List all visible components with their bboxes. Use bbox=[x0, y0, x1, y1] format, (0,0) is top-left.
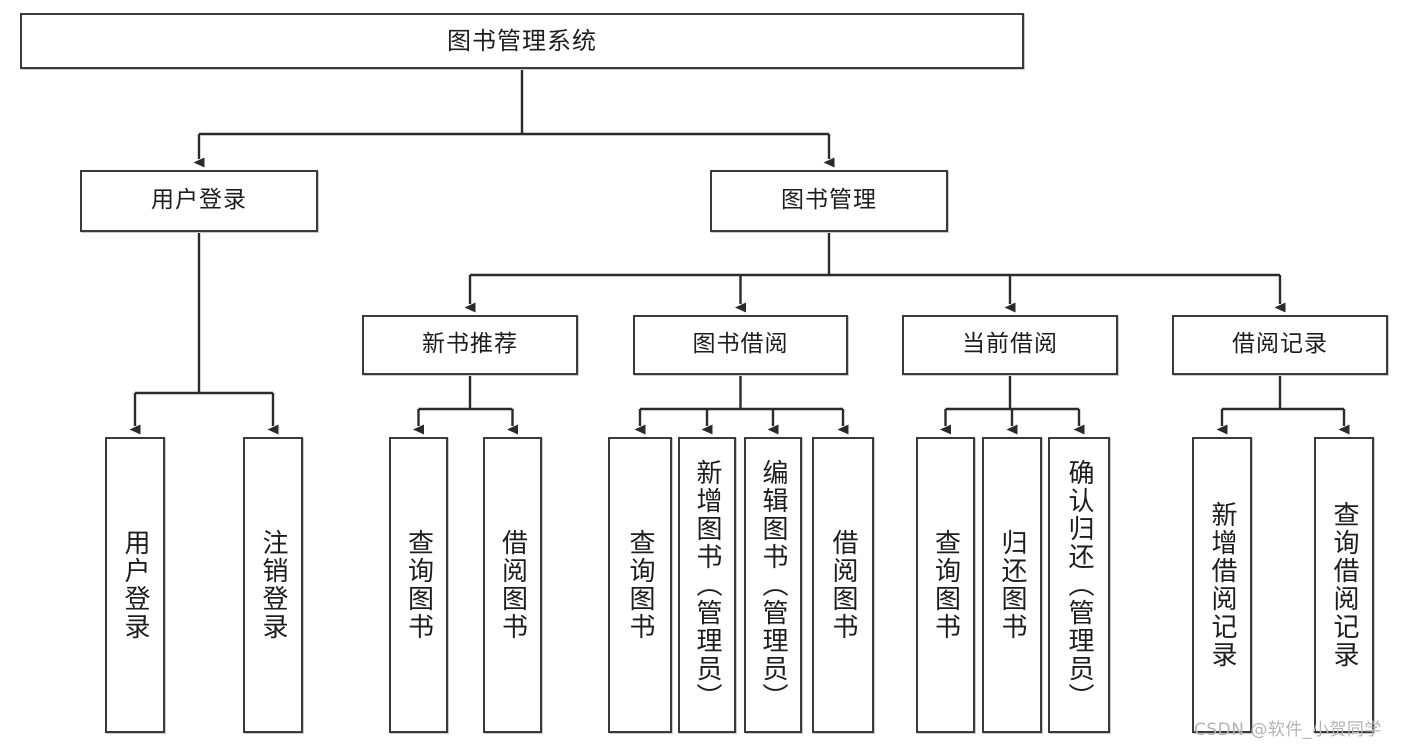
node-leaf-user-login-label: 用户登录 bbox=[120, 529, 150, 641]
node-leaf-query-book-borrow-label: 查询图书 bbox=[625, 529, 655, 641]
node-leaf-borrow-book-rec-label: 借阅图书 bbox=[497, 529, 528, 641]
node-leaf-query-record[interactable]: 查询借阅记录 bbox=[1314, 437, 1374, 733]
node-leaf-query-book-cur[interactable]: 查询图书 bbox=[916, 437, 975, 733]
node-current-borrow[interactable]: 当前借阅 bbox=[902, 315, 1118, 375]
node-borrow-record[interactable]: 借阅记录 bbox=[1172, 315, 1388, 375]
node-current-borrow-label: 当前借阅 bbox=[962, 331, 1058, 358]
node-leaf-logout[interactable]: 注销登录 bbox=[243, 437, 303, 733]
node-leaf-add-book[interactable]: 新增图书（管理员） bbox=[678, 437, 736, 733]
node-leaf-borrow-book[interactable]: 借阅图书 bbox=[812, 437, 874, 733]
node-leaf-borrow-book-label: 借阅图书 bbox=[828, 529, 858, 641]
node-leaf-query-book-cur-label: 查询图书 bbox=[930, 529, 961, 641]
node-user-login[interactable]: 用户登录 bbox=[80, 170, 318, 232]
node-leaf-add-record-label: 新增借阅记录 bbox=[1207, 501, 1237, 669]
node-leaf-query-book-rec-label: 查询图书 bbox=[403, 529, 434, 641]
node-root[interactable]: 图书管理系统 bbox=[20, 13, 1024, 69]
node-leaf-confirm-return-label: 确认归还（管理员） bbox=[1064, 459, 1094, 711]
node-leaf-query-book-borrow[interactable]: 查询图书 bbox=[608, 437, 672, 733]
node-book-manage-label: 图书管理 bbox=[781, 187, 877, 214]
node-leaf-confirm-return[interactable]: 确认归还（管理员） bbox=[1048, 437, 1110, 733]
node-user-login-label: 用户登录 bbox=[151, 187, 247, 214]
node-leaf-user-login[interactable]: 用户登录 bbox=[105, 437, 165, 733]
node-book-borrow-label: 图书借阅 bbox=[692, 331, 789, 358]
node-new-book-rec[interactable]: 新书推荐 bbox=[362, 315, 578, 375]
node-borrow-record-label: 借阅记录 bbox=[1232, 331, 1328, 358]
node-new-book-rec-label: 新书推荐 bbox=[422, 331, 518, 358]
node-leaf-return-book[interactable]: 归还图书 bbox=[982, 437, 1042, 733]
node-leaf-edit-book[interactable]: 编辑图书（管理员） bbox=[744, 437, 802, 733]
node-leaf-edit-book-label: 编辑图书（管理员） bbox=[758, 459, 788, 711]
node-book-borrow[interactable]: 图书借阅 bbox=[633, 315, 848, 375]
node-leaf-query-record-label: 查询借阅记录 bbox=[1329, 501, 1359, 669]
node-book-manage[interactable]: 图书管理 bbox=[710, 170, 948, 232]
node-leaf-borrow-book-rec[interactable]: 借阅图书 bbox=[483, 437, 542, 733]
node-leaf-return-book-label: 归还图书 bbox=[997, 529, 1027, 641]
node-root-label: 图书管理系统 bbox=[447, 26, 597, 55]
node-leaf-query-book-rec[interactable]: 查询图书 bbox=[389, 437, 448, 733]
node-leaf-add-book-label: 新增图书（管理员） bbox=[692, 459, 722, 711]
node-leaf-logout-label: 注销登录 bbox=[258, 529, 288, 641]
node-leaf-add-record[interactable]: 新增借阅记录 bbox=[1192, 437, 1252, 733]
